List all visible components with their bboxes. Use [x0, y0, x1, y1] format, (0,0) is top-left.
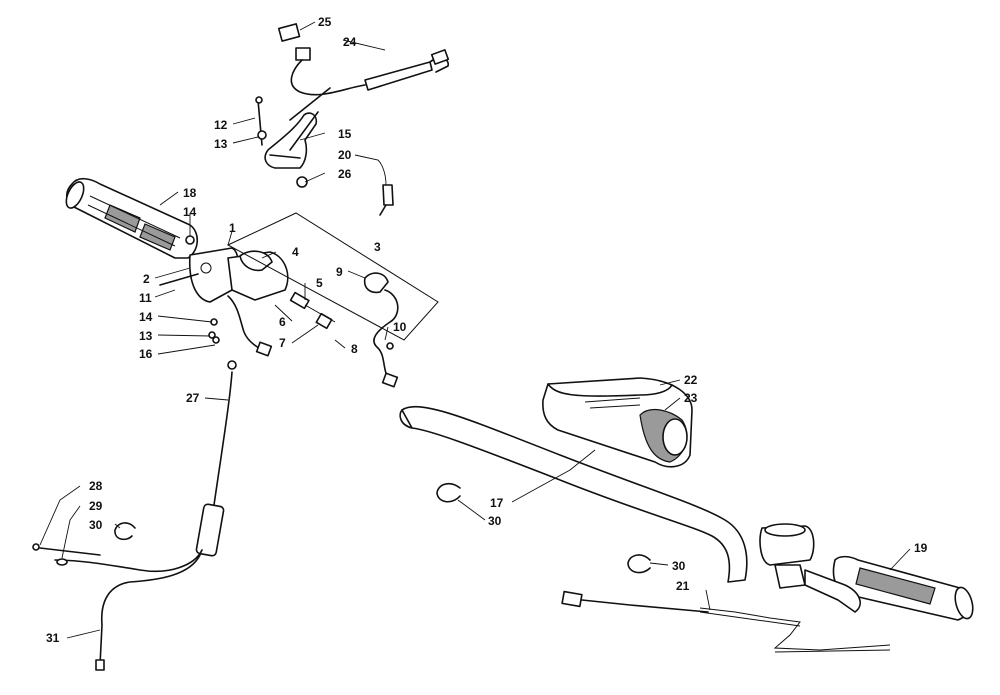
- callout-23: 23: [684, 391, 698, 405]
- callout-19: 19: [914, 541, 928, 555]
- switch-wire-part: [363, 272, 399, 388]
- leader-lines: [39, 21, 911, 639]
- callout-5: 5: [316, 276, 323, 290]
- throttle-pin-part: [379, 184, 394, 216]
- callout-11: 11: [139, 291, 152, 305]
- handlebar-part: [399, 405, 748, 583]
- callout-1: 1: [229, 221, 236, 235]
- callout-2: 2: [143, 272, 150, 286]
- callout-15: 15: [338, 127, 352, 141]
- callout-20: 20: [338, 148, 352, 162]
- callout-29: 29: [89, 499, 103, 513]
- callout-9: 9: [336, 265, 343, 279]
- callout-24: 24: [343, 35, 357, 49]
- brake-lever-part: [255, 23, 450, 188]
- callout-4: 4: [292, 245, 299, 259]
- handlebar-pad-part: [542, 377, 693, 468]
- callout-14: 14: [139, 310, 153, 324]
- callout-labels: 25 24 12 13 15 20 26 18 14 1 4 3 9 2 11 …: [46, 15, 928, 645]
- callout-16: 16: [139, 347, 153, 361]
- throttle-cable-part: [32, 360, 237, 671]
- callout-25: 25: [318, 15, 332, 29]
- callout-10: 10: [393, 320, 407, 334]
- right-grip-part: [832, 555, 974, 621]
- callout-22: 22: [684, 373, 698, 387]
- callout-13: 13: [139, 329, 153, 343]
- callout-8: 8: [351, 342, 358, 356]
- callout-30: 30: [672, 559, 686, 573]
- callout-26: 26: [338, 167, 352, 181]
- switch-assembly-outline: [226, 212, 439, 341]
- heater-element-part: [561, 590, 891, 653]
- callout-27: 27: [186, 391, 200, 405]
- throttle-block-part: [159, 235, 336, 344]
- callout-17: 17: [490, 496, 504, 510]
- callout-31: 31: [46, 631, 60, 645]
- master-cylinder-part: [759, 523, 861, 613]
- callout-21: 21: [676, 579, 690, 593]
- callout-28: 28: [89, 479, 103, 493]
- callout-18: 18: [183, 186, 197, 200]
- clamp-part: [114, 482, 651, 574]
- left-grip-part: [65, 177, 199, 259]
- callout-30: 30: [488, 514, 502, 528]
- callout-6: 6: [279, 315, 286, 329]
- callout-14: 14: [183, 205, 197, 219]
- callout-30: 30: [89, 518, 103, 532]
- callout-3: 3: [374, 240, 381, 254]
- callout-13: 13: [214, 137, 228, 151]
- callout-7: 7: [279, 336, 286, 350]
- callout-12: 12: [214, 118, 228, 132]
- block-wire-part: [227, 295, 273, 357]
